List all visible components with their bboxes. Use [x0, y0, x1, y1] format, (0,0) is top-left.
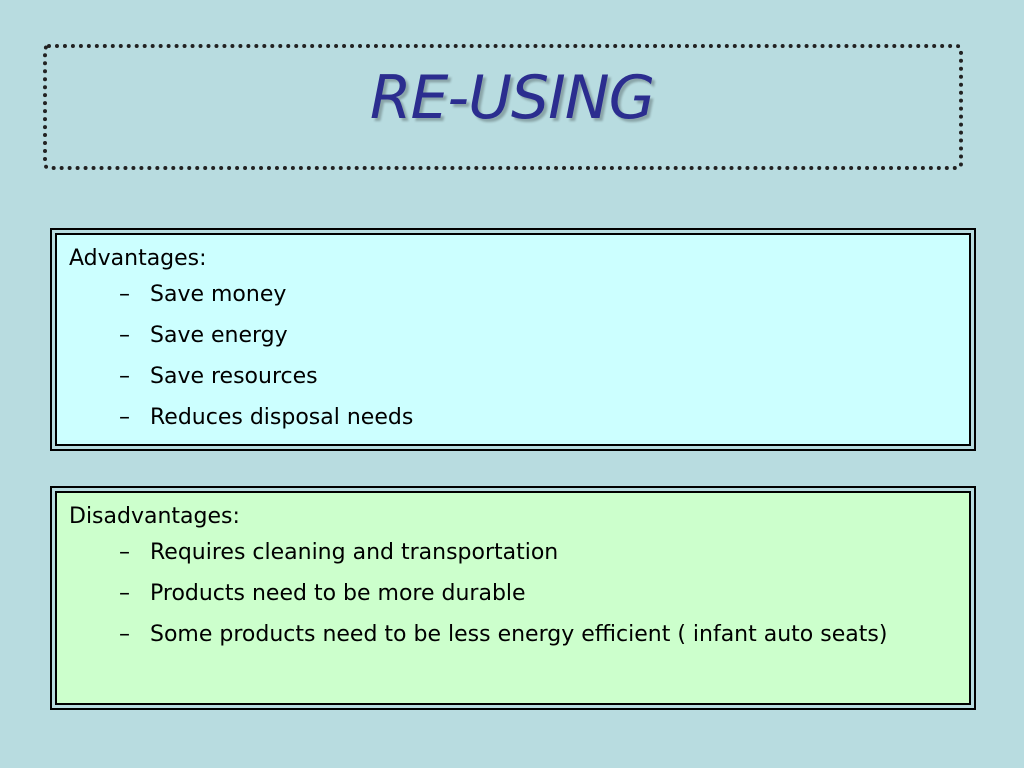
dash-bullet-icon: – — [119, 540, 130, 565]
list-item-text: Products need to be more durable — [150, 581, 526, 606]
advantages-list-item: –Save resources — [69, 356, 957, 397]
list-item-text: Requires cleaning and transportation — [150, 540, 559, 565]
dash-bullet-icon: – — [119, 282, 130, 307]
disadvantages-heading: Disadvantages: — [69, 504, 240, 529]
disadvantages-list-item: –Requires cleaning and transportation — [69, 532, 957, 573]
list-item-text: Save resources — [150, 364, 318, 389]
disadvantages-list: –Requires cleaning and transportation –P… — [69, 532, 957, 655]
disadvantages-panel-inner: Disadvantages: –Requires cleaning and tr… — [55, 491, 971, 705]
list-item-text: Some products need to be less energy eff… — [150, 622, 888, 647]
title-frame — [43, 44, 963, 170]
advantages-list-item: –Save money — [69, 274, 957, 315]
list-item-text: Save energy — [150, 323, 288, 348]
list-item-text: Save money — [150, 282, 287, 307]
dash-bullet-icon: – — [119, 323, 130, 348]
advantages-list: –Save money –Save energy –Save resources… — [69, 274, 957, 438]
dash-bullet-icon: – — [119, 405, 130, 430]
disadvantages-list-item: –Some products need to be less energy ef… — [69, 614, 957, 655]
advantages-list-item: –Reduces disposal needs — [69, 397, 957, 438]
dash-bullet-icon: – — [119, 622, 130, 647]
disadvantages-list-item: –Products need to be more durable — [69, 573, 957, 614]
advantages-panel: Advantages: –Save money –Save energy –Sa… — [50, 228, 976, 451]
advantages-panel-inner: Advantages: –Save money –Save energy –Sa… — [55, 233, 971, 446]
advantages-heading: Advantages: — [69, 246, 207, 271]
advantages-list-item: –Save energy — [69, 315, 957, 356]
dash-bullet-icon: – — [119, 364, 130, 389]
slide-title: RE-USING — [369, 63, 655, 133]
list-item-text: Reduces disposal needs — [150, 405, 414, 430]
disadvantages-panel: Disadvantages: –Requires cleaning and tr… — [50, 486, 976, 710]
dash-bullet-icon: – — [119, 581, 130, 606]
